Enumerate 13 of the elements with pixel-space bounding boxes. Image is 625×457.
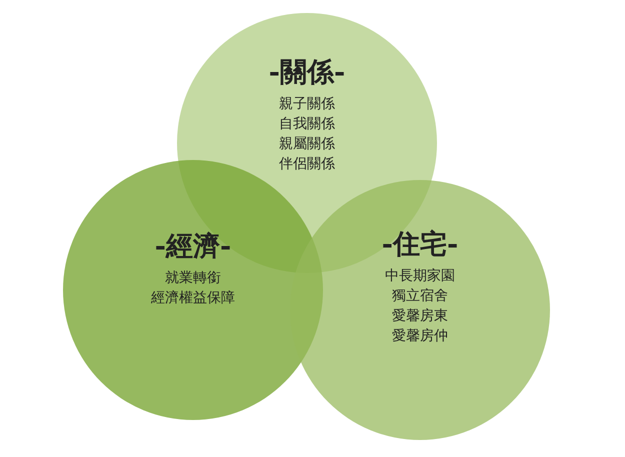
- list-item: 親子關係: [279, 95, 335, 114]
- circle-heading: -住宅-: [382, 230, 458, 260]
- list-item: 伴侶關係: [279, 155, 335, 174]
- list-item: 中長期家園: [385, 267, 455, 286]
- list-item: 愛馨房東: [392, 307, 448, 326]
- list-item: 親屬關係: [279, 135, 335, 154]
- list-item: 經濟權益保障: [151, 289, 235, 308]
- list-item: 自我關係: [279, 115, 335, 134]
- list-item: 愛馨房仲: [392, 327, 448, 346]
- list-item: 獨立宿舍: [392, 287, 448, 306]
- list-item: 就業轉銜: [165, 269, 221, 288]
- circle-heading: -經濟-: [154, 232, 232, 262]
- circle-heading: -關係-: [268, 58, 346, 88]
